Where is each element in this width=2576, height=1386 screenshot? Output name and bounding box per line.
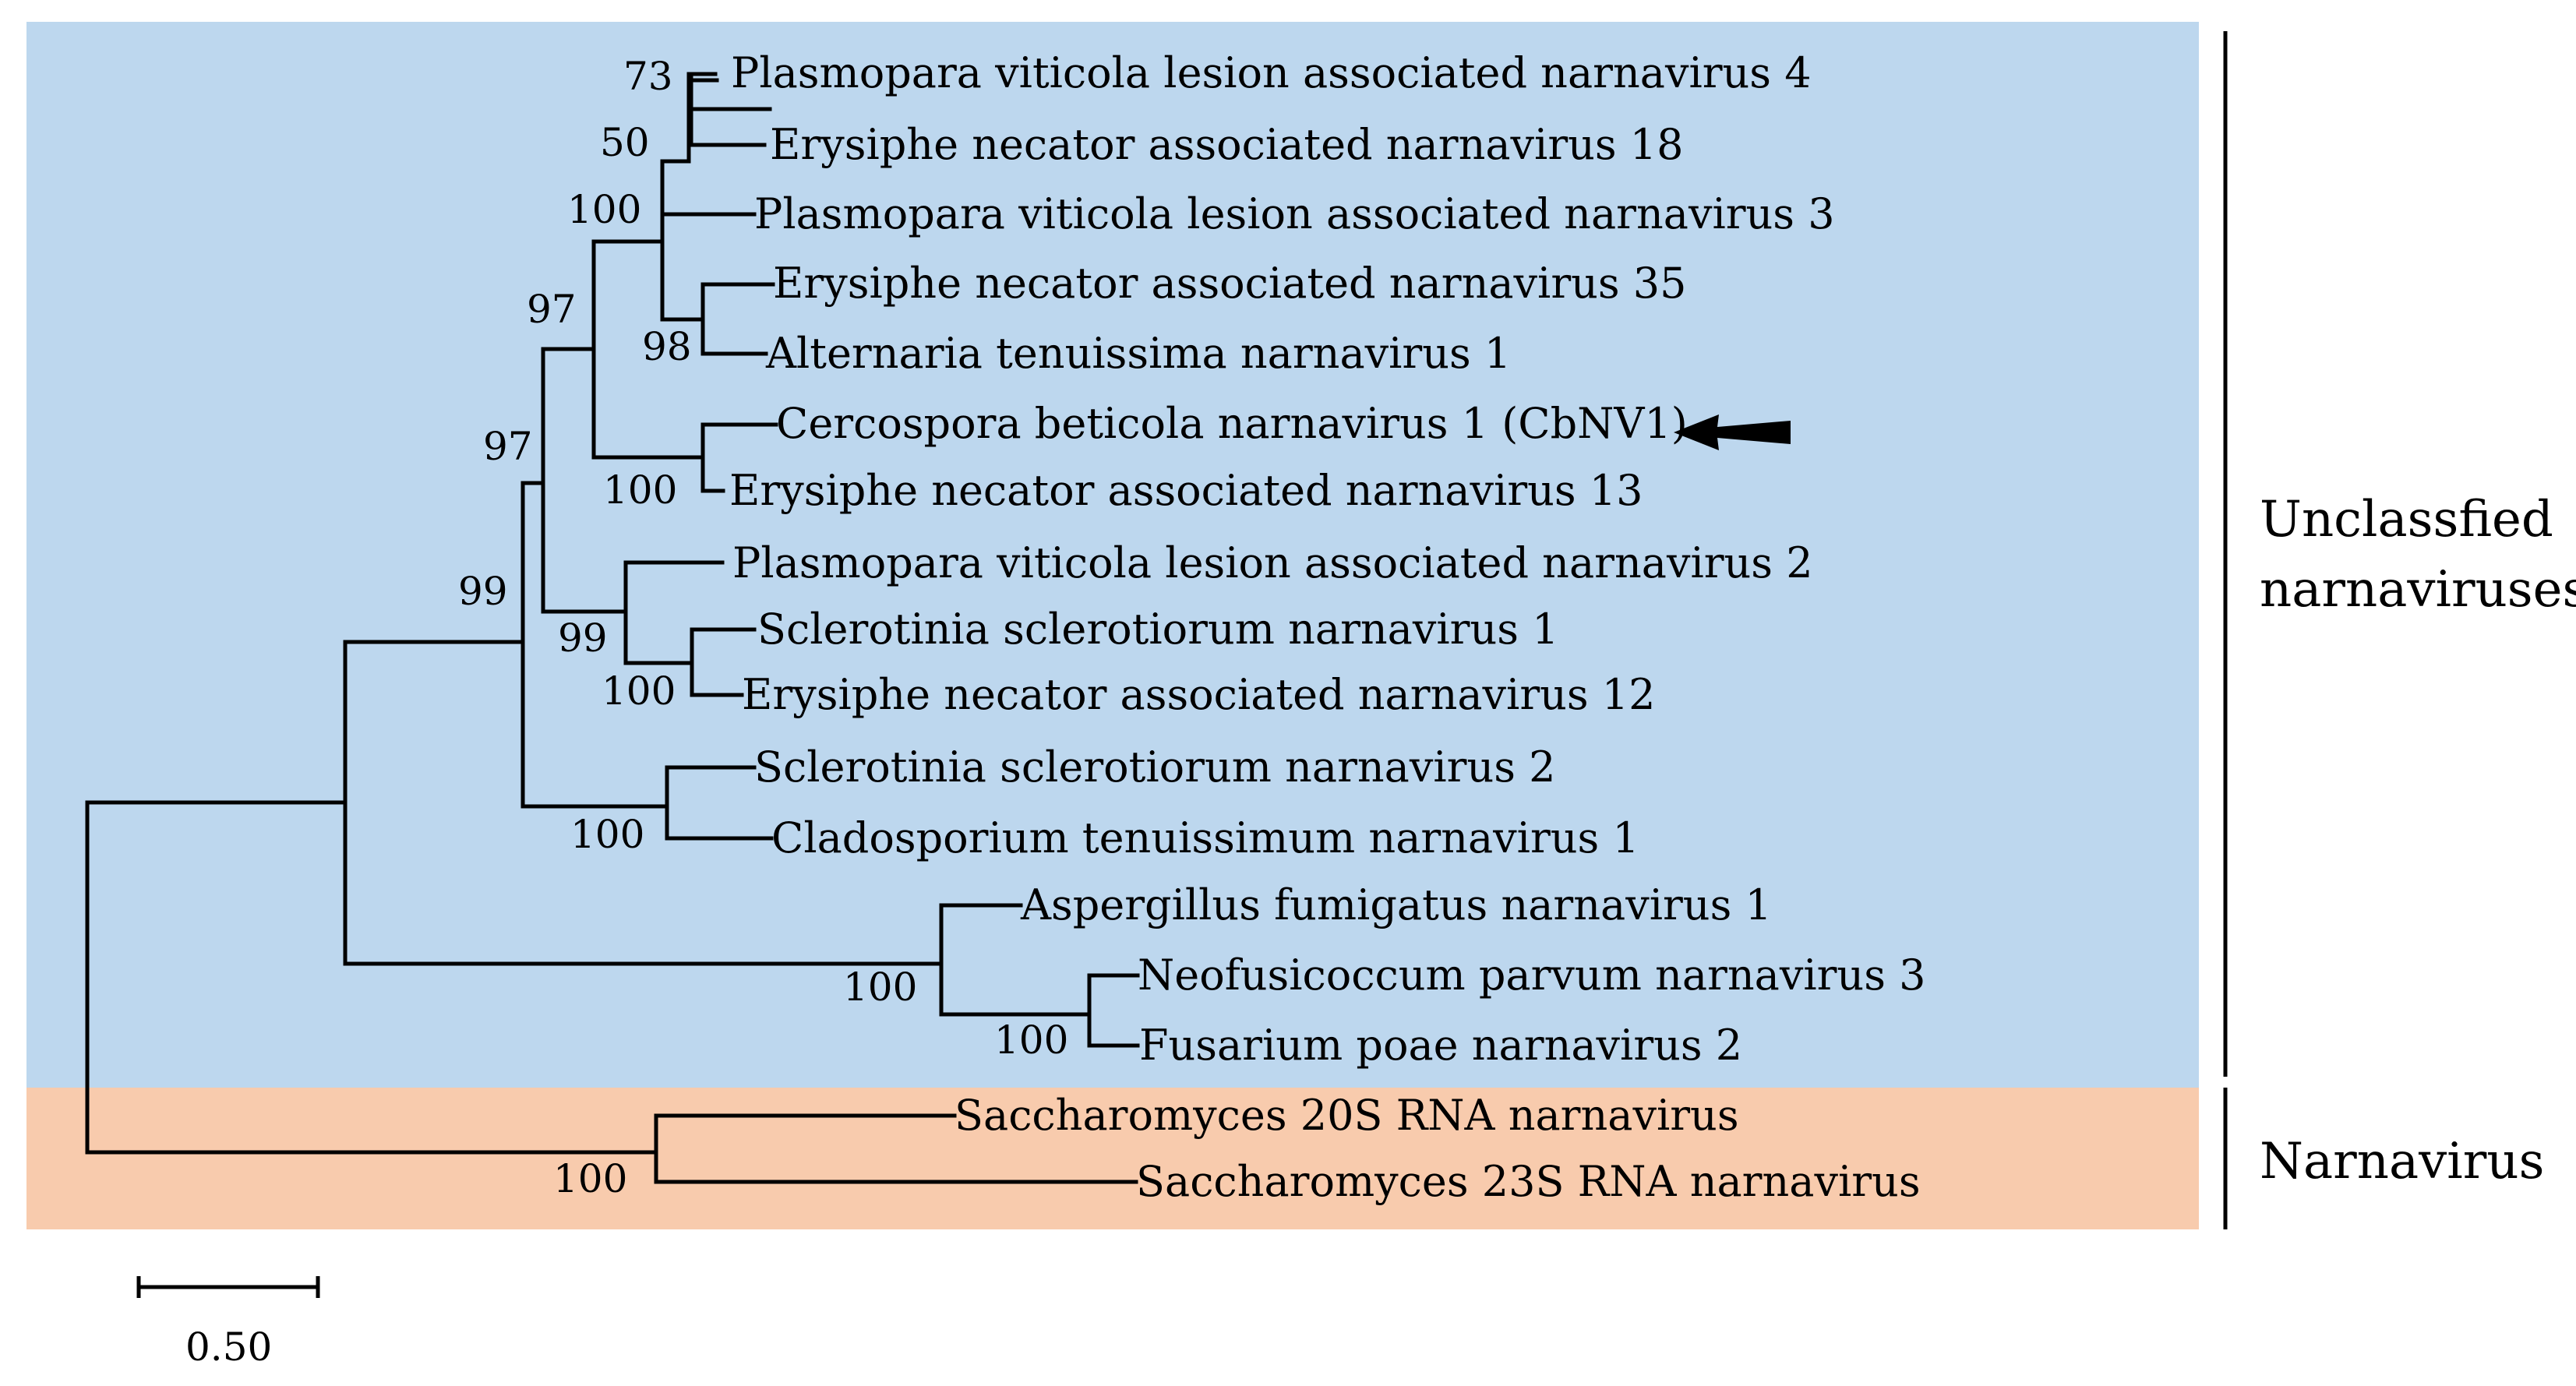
branch-unclassified xyxy=(343,640,944,966)
taxon-label: Fusarium poae narnavirus 2 xyxy=(1139,1021,1742,1070)
branch-n100a xyxy=(660,159,757,322)
arrow-left-icon xyxy=(1674,414,1791,450)
group-label-narnavirus: Narnavirus xyxy=(2260,1133,2544,1190)
branch-n73-children xyxy=(689,72,767,147)
branch-n100f xyxy=(1087,973,1140,1048)
branch-n97b xyxy=(541,347,628,614)
group-label-unclassified: Unclassfied xyxy=(2260,491,2553,548)
bootstrap-value: 100 xyxy=(994,1017,1068,1063)
taxon-labels: Plasmopara viticola lesion associated na… xyxy=(729,48,1925,1206)
branch-n97a xyxy=(591,239,705,460)
bootstrap-value: 50 xyxy=(600,120,650,165)
group-label-unclassified: narnaviruses xyxy=(2260,561,2576,619)
scale-bar-label: 0.50 xyxy=(185,1324,272,1370)
bootstrap-value: 100 xyxy=(553,1156,627,1201)
bootstrap-value: 99 xyxy=(458,569,508,614)
bootstrap-value: 99 xyxy=(558,615,608,661)
bootstrap-value: 97 xyxy=(483,424,533,469)
unclassified-clade-background xyxy=(26,22,2199,1088)
branch-root xyxy=(85,800,658,1155)
branch-n100c xyxy=(690,627,757,697)
bootstrap-value: 100 xyxy=(602,668,676,714)
taxon-label: Cladosporium tenuissimum narnavirus 1 xyxy=(771,813,1639,862)
taxon-label: Erysiphe necator associated narnavirus 3… xyxy=(773,259,1687,308)
taxon-label: Alternaria tenuissima narnavirus 1 xyxy=(765,329,1511,378)
branch-n50 xyxy=(686,78,772,164)
taxon-label: Sclerotinia sclerotiorum narnavirus 2 xyxy=(754,742,1555,792)
taxon-label: Plasmopara viticola lesion associated na… xyxy=(732,538,1813,587)
branch-n100b xyxy=(700,422,778,493)
bootstrap-value: 97 xyxy=(527,287,577,332)
taxon-label: Aspergillus fumigatus narnavirus 1 xyxy=(1020,880,1772,929)
bootstrap-value: 73 xyxy=(623,54,673,99)
taxon-label: Plasmopara viticola lesion associated na… xyxy=(754,189,1835,238)
bootstrap-value: 100 xyxy=(567,187,641,232)
branch-n100g xyxy=(654,1113,1138,1184)
branch-n100d xyxy=(665,765,774,841)
scale-bar xyxy=(136,1276,320,1298)
taxon-label: Sclerotinia sclerotiorum narnavirus 1 xyxy=(757,605,1558,654)
branch-n99b xyxy=(623,560,725,665)
bootstrap-value: 100 xyxy=(843,965,917,1010)
tree-branches xyxy=(85,72,1140,1184)
taxon-label: Plasmopara viticola lesion associated na… xyxy=(731,48,1812,97)
taxon-label: Erysiphe necator associated narnavirus 1… xyxy=(770,120,1684,169)
bootstrap-value: 100 xyxy=(603,467,677,513)
taxon-label: Saccharomyces 20S RNA narnavirus xyxy=(955,1091,1739,1140)
bootstrap-value: 100 xyxy=(570,812,644,857)
taxon-label: Saccharomyces 23S RNA narnavirus xyxy=(1136,1157,1921,1206)
taxon-label: Erysiphe necator associated narnavirus 1… xyxy=(729,466,1643,515)
branch-n98 xyxy=(700,282,775,356)
taxon-label: Erysiphe necator associated narnavirus 1… xyxy=(742,670,1656,719)
bootstrap-value: 98 xyxy=(642,324,692,369)
branch-n99 xyxy=(520,481,669,809)
branch-n100e xyxy=(939,903,1092,1017)
bootstrap-values: 73 50 100 97 98 97 100 99 99 100 100 100… xyxy=(458,54,1068,1201)
narnavirus-clade-background xyxy=(26,1088,2199,1229)
taxon-label: Neofusicoccum parvum narnavirus 3 xyxy=(1138,950,1925,1000)
branch-n73 xyxy=(686,72,718,111)
taxon-label: Cercospora beticola narnavirus 1 (CbNV1) xyxy=(776,399,1688,448)
